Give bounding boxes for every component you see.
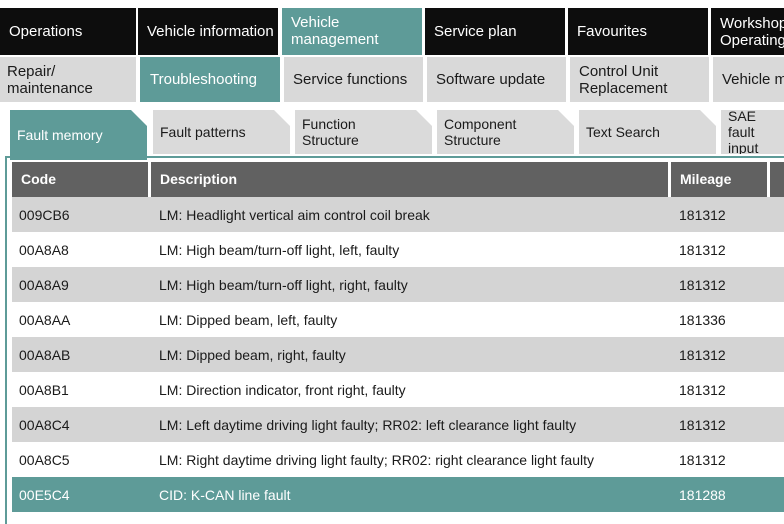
table-row[interactable]: 00A8B1 LM: Direction indicator, front rig… <box>12 372 784 407</box>
description-cell: LM: Dipped beam, right, faulty <box>159 347 346 363</box>
tab-label: Component Structure <box>444 116 517 148</box>
description-cell: LM: Direction indicator, front right, fa… <box>159 382 406 398</box>
table-row[interactable]: 00A8AB LM: Dipped beam, right, faulty 1813… <box>12 337 784 372</box>
table-row[interactable]: 00A8C5 LM: Right daytime driving light fa… <box>12 442 784 477</box>
tab-label: Operations <box>9 23 83 40</box>
fault-code-cell: 00A8AB <box>19 347 71 363</box>
tab-control-unit-replacement[interactable]: Control Unit Replacement <box>570 57 709 102</box>
fault-code-cell: 00A8AA <box>19 312 71 328</box>
description-cell: LM: High beam/turn-off light, left, faul… <box>159 242 400 258</box>
mileage-cell: 181312 <box>679 277 726 293</box>
fault-code-cell: 00A8A8 <box>19 242 69 258</box>
tab-label: Repair/ maintenance <box>7 62 93 97</box>
description-cell: LM: High beam/turn-off light, right, fau… <box>159 277 408 293</box>
tab-operations[interactable]: Operations <box>0 8 136 55</box>
column-header-code[interactable]: Code <box>12 162 148 197</box>
tab-workshop-operating[interactable]: Workshop Operating <box>711 8 784 55</box>
tab-label: Text Search <box>586 124 660 140</box>
sub-navigation: Repair/ maintenance Troubleshooting Serv… <box>0 57 784 104</box>
table-header: Code Description Mileage <box>12 162 784 197</box>
tab-sae-fault-input[interactable]: SAE fault input <box>721 110 784 154</box>
description-cell: CID: K-CAN line fault <box>159 487 291 503</box>
tab-text-search[interactable]: Text Search <box>579 110 716 154</box>
function-tabs: Fault memory Fault patterns Function Str… <box>0 104 784 158</box>
fault-code-cell: 00A8C5 <box>19 452 70 468</box>
tab-label: SAE fault input <box>728 110 759 154</box>
tab-label: Function Structure <box>302 116 359 148</box>
mileage-cell: 181336 <box>679 312 726 328</box>
tab-service-plan[interactable]: Service plan <box>425 8 565 55</box>
tab-label: Vehicle m <box>722 71 784 88</box>
column-header-mileage[interactable]: Mileage <box>671 162 767 197</box>
mileage-cell: 181312 <box>679 347 726 363</box>
table-row[interactable]: 00A8AA LM: Dipped beam, left, faulty 18133… <box>12 302 784 337</box>
tab-label: Fault memory <box>17 127 103 143</box>
tab-label: Vehicle information <box>147 23 274 40</box>
tab-software-update[interactable]: Software update <box>427 57 566 102</box>
tab-label: Service functions <box>293 71 408 88</box>
fault-code-cell: 00A8A9 <box>19 277 69 293</box>
description-cell: LM: Left daytime driving light faulty; R… <box>159 417 577 433</box>
column-header-description[interactable]: Description <box>151 162 668 197</box>
mileage-cell: 181312 <box>679 242 726 258</box>
tab-label: Fault patterns <box>160 124 246 140</box>
fault-code-cell: 009CB6 <box>19 207 70 223</box>
table-row[interactable]: 00A8A9 LM: High beam/turn-off light, righ… <box>12 267 784 302</box>
tab-service-functions[interactable]: Service functions <box>284 57 423 102</box>
tab-repair-maintenance[interactable]: Repair/ maintenance <box>0 57 136 102</box>
tab-label: Control Unit Replacement <box>579 62 668 97</box>
tab-favourites[interactable]: Favourites <box>568 8 708 55</box>
tab-troubleshooting[interactable]: Troubleshooting <box>140 57 280 102</box>
tab-vehicle-management[interactable]: Vehicle management <box>282 8 422 55</box>
tab-fault-memory[interactable]: Fault memory <box>10 110 147 160</box>
description-cell: LM: Dipped beam, left, faulty <box>159 312 338 328</box>
tab-label: Vehicle management <box>291 14 379 48</box>
mileage-cell: 181312 <box>679 417 726 433</box>
table-row[interactable]: 00A8C4 LM: Left daytime driving light fau… <box>12 407 784 442</box>
tab-fault-patterns[interactable]: Fault patterns <box>153 110 290 154</box>
fault-memory-table: Code Description Mileage 009CB6 LM: Headl… <box>12 162 784 512</box>
tab-component-structure[interactable]: Component Structure <box>437 110 574 154</box>
table-row-selected[interactable]: 00E5C4 CID: K-CAN line fault 181288 <box>12 477 784 512</box>
tab-vehicle-information[interactable]: Vehicle information <box>138 8 278 55</box>
tab-label: Favourites <box>577 23 648 40</box>
mileage-cell: 181288 <box>679 487 726 503</box>
mileage-cell: 181312 <box>679 207 726 223</box>
tab-vehicle-m[interactable]: Vehicle m <box>713 57 784 102</box>
content-frame <box>5 156 784 524</box>
fault-code-cell: 00A8B1 <box>19 382 69 398</box>
fault-code-cell: 00A8C4 <box>19 417 70 433</box>
mileage-cell: 181312 <box>679 382 726 398</box>
mileage-cell: 181312 <box>679 452 726 468</box>
tab-label: Troubleshooting <box>150 71 258 88</box>
main-navigation: Operations Vehicle information Vehicle m… <box>0 0 784 57</box>
column-header-extra[interactable] <box>770 162 784 197</box>
table-row[interactable]: 009CB6 LM: Headlight vertical aim control… <box>12 197 784 232</box>
tab-label: Service plan <box>434 23 517 40</box>
tab-function-structure[interactable]: Function Structure <box>295 110 432 154</box>
tab-label: Software update <box>436 71 546 88</box>
description-cell: LM: Headlight vertical aim control coil … <box>159 207 430 223</box>
tab-label: Workshop Operating <box>720 14 784 49</box>
table-row[interactable]: 00A8A8 LM: High beam/turn-off light, left… <box>12 232 784 267</box>
description-cell: LM: Right daytime driving light faulty; … <box>159 452 594 468</box>
table-body: 009CB6 LM: Headlight vertical aim control… <box>12 197 784 512</box>
fault-code-cell: 00E5C4 <box>19 487 70 503</box>
